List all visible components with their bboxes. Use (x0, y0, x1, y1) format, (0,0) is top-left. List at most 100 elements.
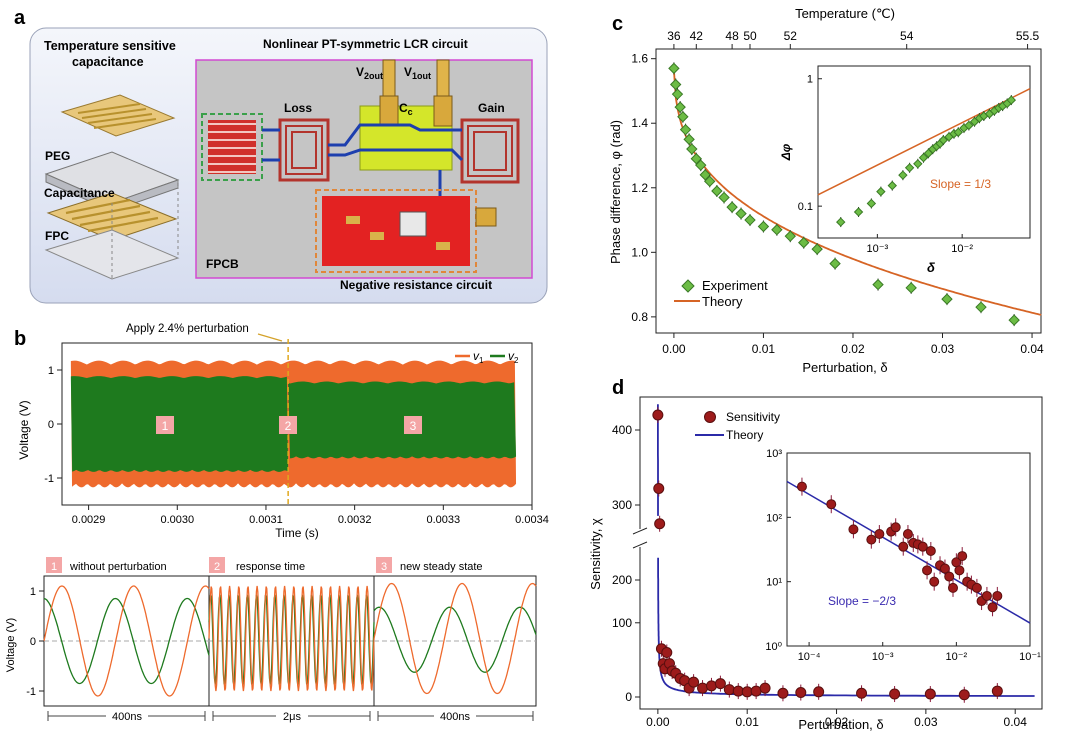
scale-bar-label-3: 400ns (440, 711, 470, 723)
data-point (724, 685, 734, 695)
stage-title-1: without perturbation (69, 561, 167, 573)
inset-data-point (982, 591, 991, 600)
inset-data-point (923, 566, 932, 575)
scale-bar-label-2: 2μs (283, 711, 301, 723)
inset-data-point (797, 482, 806, 491)
panel-c: c Temperature (℃) Phase difference, φ (r… (608, 6, 1044, 375)
c-top-tick-label: 36 (667, 29, 681, 43)
c-ytick-label: 1.0 (631, 245, 648, 259)
d-xtick-label: 0.00 (646, 715, 670, 729)
data-point (662, 647, 672, 657)
series-v2-band-after (288, 382, 516, 459)
svg-text:3: 3 (410, 419, 417, 433)
c-xtick-label: 0.04 (1020, 342, 1044, 356)
panel-b: b Apply 2.4% perturbation Voltage (V) Ti… (5, 323, 549, 723)
data-point (890, 689, 900, 699)
inset-xtick-label: 10⁻¹ (1019, 651, 1041, 663)
d-ytick-label: 100 (612, 616, 632, 630)
negative-resistance-label: Negative resistance circuit (340, 278, 492, 292)
b-top-xtick-label: 0.0030 (160, 514, 194, 526)
sensor-title-line2: capacitance (72, 55, 144, 69)
d-ylabel: Sensitivity, χ (588, 518, 603, 590)
c-xlabel: Perturbation, δ (802, 360, 887, 375)
data-point (959, 690, 969, 700)
circuit-title: Nonlinear PT-symmetric LCR circuit (263, 37, 468, 51)
data-point (857, 688, 867, 698)
axis-break-gap (634, 529, 646, 547)
inset-data-point (867, 535, 876, 544)
inset-ytick-label: 10¹ (766, 577, 782, 589)
b-bottom-axes: 10-1 (26, 586, 44, 698)
b-top-ytick-label: 1 (48, 365, 54, 377)
time-scale-bars: 400ns 2μs 400ns (48, 709, 533, 723)
c-top-tick-label: 42 (690, 29, 704, 43)
data-point (654, 484, 664, 494)
stage-title-2: response time (236, 561, 305, 573)
data-point (814, 687, 824, 697)
b-bottom-ylabel: Voltage (V) (5, 618, 17, 672)
cc-label: C (399, 101, 408, 115)
negative-resistance-board (322, 196, 470, 266)
inset-data-point (945, 572, 954, 581)
inset-ytick-label: 10⁰ (765, 641, 782, 653)
inset-xtick-label: 10⁻³ (867, 243, 889, 255)
inset-data-point (827, 500, 836, 509)
c-ytick-label: 1.4 (631, 116, 648, 130)
c-top-tick-label: 52 (784, 29, 798, 43)
sma-connector-right (434, 96, 452, 126)
c-xtick-label: 0.03 (931, 342, 955, 356)
c-top-tick-label: 48 (725, 29, 739, 43)
c-inset-ylabel: Δφ (779, 143, 793, 161)
d-ytick-label: 0 (625, 690, 632, 704)
inset-xtick-label: 10⁻² (946, 651, 968, 663)
layer-label-capacitance: Capacitance (44, 186, 115, 200)
b-bottom-ytick-label: 0 (30, 636, 36, 648)
inset-ytick-label: 0.1 (798, 201, 813, 213)
series-v2-band-before (71, 376, 288, 472)
c-top-tick-label: 55.5 (1016, 29, 1040, 43)
scale-bar-label-1: 400ns (112, 711, 142, 723)
inset-data-point (930, 577, 939, 586)
c-top-tick-label: 54 (900, 29, 914, 43)
v1out-label: V (404, 65, 412, 79)
c-xtick-label: 0.01 (752, 342, 776, 356)
data-point (925, 689, 935, 699)
d-xtick-label: 0.02 (825, 715, 849, 729)
b-top-ylabel: Voltage (V) (17, 400, 31, 459)
amplifier-chip (400, 212, 426, 236)
legend-label-theory-d: Theory (726, 428, 763, 442)
inset-data-point (918, 542, 927, 551)
sma-connector-bottom (476, 208, 496, 226)
inset-data-point (988, 603, 997, 612)
legend-label-experiment: Experiment (702, 278, 768, 293)
c-ytick-label: 0.8 (631, 310, 648, 324)
data-point (655, 519, 665, 529)
svg-text:3: 3 (381, 561, 387, 573)
c-ylabel: Phase difference, φ (rad) (608, 120, 623, 264)
c-ytick-label: 1.2 (631, 181, 648, 195)
data-point (796, 688, 806, 698)
legend-label-theory: Theory (702, 294, 743, 309)
data-point (778, 688, 788, 698)
stage-titles: 1 without perturbation 2 response time 3… (46, 557, 483, 573)
c-inset-annotation: Slope = 1/3 (930, 177, 991, 191)
c-xtick-label: 0.00 (662, 342, 686, 356)
inset-data-point (972, 583, 981, 592)
inset-data-point (903, 530, 912, 539)
c-inset-xlabel: δ (927, 260, 935, 275)
inset-data-point (899, 542, 908, 551)
svg-text:2: 2 (285, 419, 292, 433)
data-point (653, 410, 663, 420)
c-top-tick-label: 50 (743, 29, 757, 43)
b-top-xlabel: Time (s) (275, 526, 319, 540)
loss-label: Loss (284, 101, 312, 115)
b-top-xtick-label: 0.0029 (72, 514, 106, 526)
d-ytick-label: 400 (612, 423, 632, 437)
panel-label-a: a (14, 7, 26, 29)
b-top-xtick-label: 0.0034 (515, 514, 549, 526)
panel-label-c: c (612, 13, 623, 35)
data-point (706, 681, 716, 691)
inset-data-point (993, 591, 1002, 600)
inset-data-point (875, 530, 884, 539)
